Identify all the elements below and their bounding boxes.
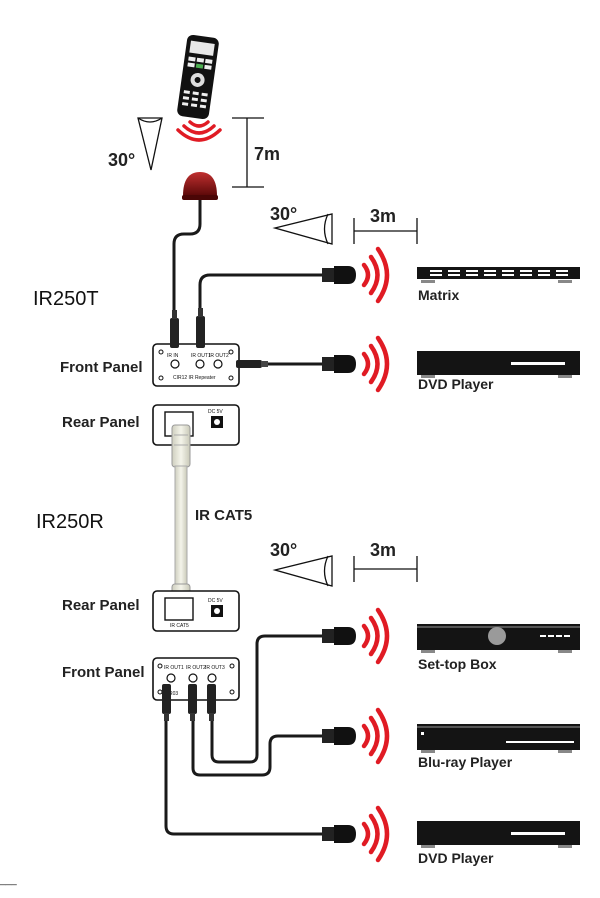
emitter-angle-cone-top xyxy=(272,213,333,245)
device-matrix-icon xyxy=(417,267,580,283)
t-front-ir-in-label: IR IN xyxy=(167,353,179,359)
r-front-model-label: CIR03 xyxy=(164,691,178,697)
top-distance-label: 3m xyxy=(370,206,396,226)
device-label: DVD Player xyxy=(418,850,494,866)
device-label: Matrix xyxy=(418,287,459,303)
transmitter-front-panel-label: Front Panel xyxy=(60,359,143,376)
footer-mark: ___ xyxy=(0,875,17,886)
t-front-out1-label: IR OUT1 xyxy=(191,353,211,359)
emitter-row: Matrix xyxy=(322,246,580,304)
ir-out2-jack-icon xyxy=(213,359,223,369)
emitter-row: Set-top Box xyxy=(322,607,580,672)
transmitter-side-plug xyxy=(236,360,268,368)
transmitter-plugs xyxy=(170,308,205,348)
bottom-angle-label: 30° xyxy=(270,540,297,560)
ir-signal-icon xyxy=(361,246,390,304)
r-front-out1-label: IR OUT1 xyxy=(164,665,184,671)
transmitter-front-panel xyxy=(152,343,240,387)
emitter-row: DVD Player xyxy=(322,805,580,866)
emitter-row: DVD Player xyxy=(322,335,580,393)
receiver-plugs xyxy=(162,684,216,721)
device-stb-icon xyxy=(417,624,580,653)
cable-to-dvd-bottom xyxy=(164,721,325,836)
ir-signal-icon xyxy=(361,805,390,863)
receiver-rear-panel xyxy=(152,590,240,632)
remote-ir-signal-icon xyxy=(176,120,222,142)
receiver-name: IR250R xyxy=(36,511,104,533)
ir-out1-jack-icon xyxy=(195,359,205,369)
cable-to-matrix xyxy=(198,273,325,308)
ir-emitter-icon xyxy=(322,825,356,843)
transmitter-rear-panel xyxy=(152,404,240,446)
t-rear-dc-label: DC 5V xyxy=(208,409,223,415)
ir-receiver-cable xyxy=(172,200,202,318)
transmitter-rear-panel-label: Rear Panel xyxy=(62,414,140,431)
cable-to-set-top-box xyxy=(210,634,325,764)
bottom-distance-label: 3m xyxy=(370,540,396,560)
r-front-out2-label: IR OUT2 xyxy=(186,665,206,671)
remote-distance-label: 7m xyxy=(254,144,280,164)
ir-receiver-sensor-icon xyxy=(182,172,218,200)
ir-emitter-icon xyxy=(322,266,356,284)
device-dvd-icon xyxy=(417,821,580,848)
t-front-model-label: CIR12 IR Repeater xyxy=(173,375,216,381)
cable-to-blu-ray xyxy=(191,721,325,777)
remote-distance-marker xyxy=(232,117,264,188)
device-label: DVD Player xyxy=(418,376,494,392)
remote-control-icon xyxy=(177,34,219,120)
cat5-cable-label: IR CAT5 xyxy=(195,507,252,524)
remote-angle-cone xyxy=(137,117,163,171)
device-label: Set-top Box xyxy=(418,656,497,672)
top-distance-marker xyxy=(353,218,418,244)
r-front-out3-label: IR OUT3 xyxy=(205,665,225,671)
device-label: Blu-ray Player xyxy=(418,754,513,770)
ir-signal-icon xyxy=(361,707,390,765)
r-rear-dc-label: DC 5V xyxy=(208,598,223,604)
ir-signal-icon xyxy=(361,607,390,665)
device-dvd-icon xyxy=(417,351,580,378)
bottom-distance-marker xyxy=(353,556,418,582)
ir-emitter-icon xyxy=(322,627,356,645)
ir-in-jack-icon xyxy=(170,359,180,369)
device-bluray-icon xyxy=(417,724,580,753)
emitter-angle-cone-bottom xyxy=(272,555,333,587)
top-angle-label: 30° xyxy=(270,204,297,224)
receiver-front-panel-label: Front Panel xyxy=(62,664,145,681)
ir-emitter-icon xyxy=(322,355,356,373)
transmitter-name: IR250T xyxy=(33,288,99,310)
r-rear-cat5-label: IR CAT5 xyxy=(170,623,189,629)
ir-emitter-icon xyxy=(322,727,356,745)
remote-angle-label: 30° xyxy=(108,150,135,170)
ir-signal-icon xyxy=(361,335,390,393)
t-front-out2-label: IR OUT2 xyxy=(209,353,229,359)
emitter-row: Blu-ray Player xyxy=(322,707,580,770)
receiver-rear-panel-label: Rear Panel xyxy=(62,597,140,614)
